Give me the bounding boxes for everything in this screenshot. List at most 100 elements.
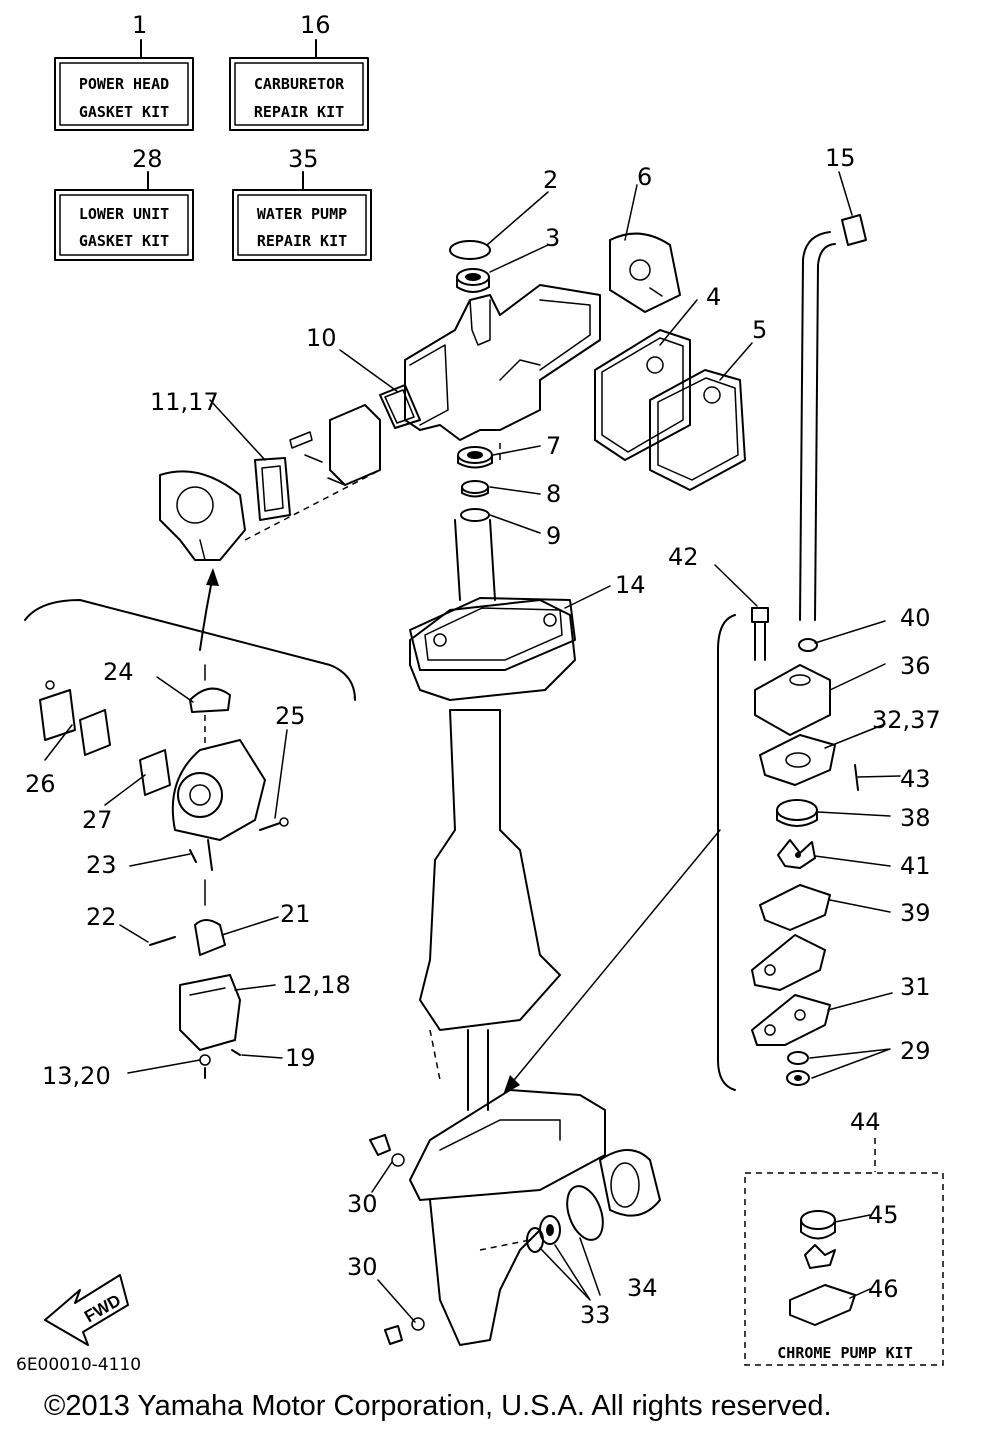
callout-12-18: 12,18 <box>282 971 351 999</box>
callout-36: 36 <box>900 652 931 680</box>
kit-label-line1: WATER PUMP <box>257 205 347 223</box>
kit-label-line1: POWER HEAD <box>79 75 169 93</box>
kit-carburetor-repair: 16 CARBURETOR REPAIR KIT <box>229 11 369 131</box>
part-o-ring <box>449 240 491 260</box>
callout-41: 41 <box>900 852 931 880</box>
part-insert-38 <box>776 799 818 827</box>
callout-23: 23 <box>86 851 117 879</box>
copyright-notice: ©2013 Yamaha Motor Corporation, U.S.A. A… <box>44 1390 832 1422</box>
callout-7: 7 <box>546 432 561 460</box>
callout-5: 5 <box>752 316 767 344</box>
kit-label-line2: GASKET KIT <box>79 103 169 121</box>
callout-24: 24 <box>103 658 134 686</box>
detail-bracket-right <box>717 614 736 1091</box>
chrome-pump-kit-box <box>744 1172 944 1366</box>
callout-10: 10 <box>306 324 337 352</box>
part-propeller-cap <box>599 1149 661 1217</box>
part-pin-43 <box>854 764 859 791</box>
callout-4: 4 <box>706 283 721 311</box>
callout-27: 27 <box>82 806 113 834</box>
part-bushing <box>460 508 490 522</box>
kit-number: 28 <box>132 145 163 173</box>
kit-water-pump-repair: 35 WATER PUMP REPAIR KIT <box>232 145 372 261</box>
callout-8: 8 <box>546 480 561 508</box>
part-jet-23 <box>189 839 213 871</box>
callout-numbers: 2 3 4 5 6 7 8 9 10 11,17 12,18 13,20 14 … <box>25 144 941 1329</box>
callout-25: 25 <box>275 702 306 730</box>
callout-42: 42 <box>668 543 699 571</box>
callout-26: 26 <box>25 770 56 798</box>
part-pump-gasket-32-37 <box>759 734 836 786</box>
part-crankcase <box>404 284 601 441</box>
part-oil-seal-mid <box>457 446 493 469</box>
part-reed-valve <box>289 404 381 486</box>
callout-3: 3 <box>545 224 560 252</box>
part-carb-gasket <box>254 457 291 521</box>
part-impeller-46 <box>789 1244 856 1326</box>
callout-44: 44 <box>850 1108 881 1136</box>
part-carb-main <box>171 715 266 841</box>
kit-label-line2: GASKET KIT <box>79 232 169 250</box>
callout-30b: 30 <box>347 1253 378 1281</box>
part-screw-25 <box>259 817 289 831</box>
part-cover-gasket <box>609 232 681 313</box>
part-screw-19 <box>231 1049 241 1056</box>
part-seal-ring-34 <box>566 1185 604 1241</box>
callout-11-17: 11,17 <box>150 388 219 416</box>
part-driveshaft-housing <box>409 519 576 1111</box>
part-water-tube <box>799 214 867 621</box>
kit-label-line2: REPAIR KIT <box>254 103 344 121</box>
callout-38: 38 <box>900 804 931 832</box>
part-gasket-31 <box>751 994 831 1046</box>
chrome-pump-kit-label: CHROME PUMP KIT <box>777 1344 912 1362</box>
detail-arrow-up <box>199 579 213 651</box>
part-oil-seal-top <box>456 268 490 293</box>
callout-40: 40 <box>900 604 931 632</box>
callout-46: 46 <box>868 1275 899 1303</box>
kit-lower-unit-gasket: 28 LOWER UNIT GASKET KIT <box>54 145 194 261</box>
diagram-code: 6E00010-4110 <box>16 1355 141 1375</box>
kit-label-line1: CARBURETOR <box>254 75 345 93</box>
kit-power-head-gasket: 1 POWER HEAD GASKET KIT <box>54 11 194 131</box>
fwd-arrow: FWD <box>44 1274 129 1346</box>
callout-13-20: 13,20 <box>42 1062 111 1090</box>
part-pin-22 <box>149 936 176 946</box>
part-pump-housing-36 <box>754 664 831 736</box>
callout-33: 33 <box>580 1301 611 1329</box>
kit-number: 1 <box>132 11 147 39</box>
callout-6: 6 <box>637 163 652 191</box>
part-drain-plug-bottom <box>384 1317 425 1345</box>
part-float-21 <box>194 879 226 956</box>
callout-15: 15 <box>825 144 856 172</box>
callout-43: 43 <box>900 765 931 793</box>
callout-31: 31 <box>900 973 931 1001</box>
part-impeller-41 <box>777 839 816 869</box>
callout-21: 21 <box>280 900 311 928</box>
part-washer <box>461 480 489 498</box>
kit-label-line2: REPAIR KIT <box>257 232 347 250</box>
part-carb-cap <box>189 664 231 713</box>
callout-22: 22 <box>86 903 117 931</box>
part-plate-gasket <box>751 934 826 991</box>
part-plate-39 <box>759 884 831 931</box>
part-intake-gasket <box>379 384 421 429</box>
callout-45: 45 <box>868 1201 899 1229</box>
part-insert-45 <box>800 1210 836 1240</box>
part-carburetor-body <box>159 470 246 561</box>
part-carb-gaskets-26 <box>39 680 111 756</box>
callout-34: 34 <box>627 1274 658 1302</box>
part-grommet-40 <box>798 638 818 652</box>
part-exhaust-gasket <box>594 329 691 461</box>
callout-9: 9 <box>546 522 561 550</box>
detail-bracket-left <box>24 599 356 701</box>
leader-lines <box>44 171 901 1323</box>
callout-32-37: 32,37 <box>872 706 941 734</box>
callout-2: 2 <box>543 166 558 194</box>
kit-number: 35 <box>288 145 319 173</box>
part-bolt-42 <box>751 607 769 661</box>
part-drain-screw-13-20 <box>199 1054 211 1079</box>
part-seals-29 <box>786 1051 810 1086</box>
part-exhaust-cover <box>649 369 746 491</box>
callout-30a: 30 <box>347 1190 378 1218</box>
